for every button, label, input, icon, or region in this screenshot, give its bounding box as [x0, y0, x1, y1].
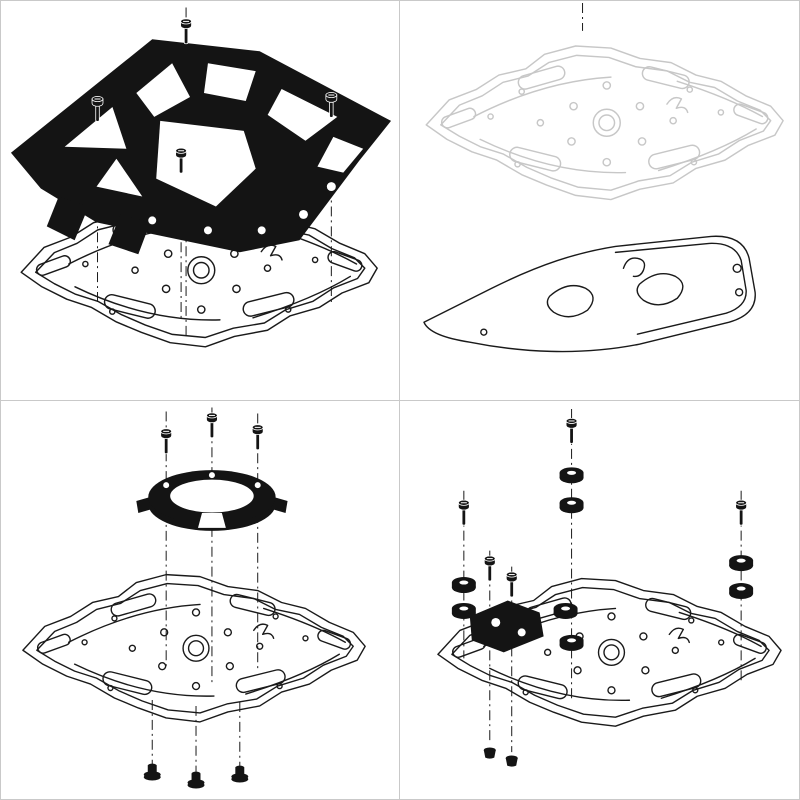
- rubber-grommet: [729, 555, 754, 572]
- cap-nut: [483, 747, 496, 759]
- flange-nut: [187, 771, 205, 789]
- adapter-plate-mounting-drawing: [10, 7, 392, 348]
- rubber-grommet: [553, 602, 578, 619]
- mounting-screw: [735, 499, 748, 526]
- rubber-grommet: [729, 583, 754, 600]
- bracket-hook-cutout: [622, 257, 646, 278]
- mounting-screw: [251, 424, 264, 451]
- mounting-screw: [180, 18, 193, 45]
- cap-nuts: [483, 747, 518, 767]
- rubber-grommet: [451, 602, 476, 619]
- rubber-grommet: [451, 577, 476, 594]
- spacer-bracket: [469, 600, 544, 653]
- mounting-screw: [160, 428, 173, 455]
- panel-bottom-left: [1, 401, 400, 799]
- mounting-screws: [457, 417, 748, 598]
- rubber-grommet: [559, 634, 584, 651]
- mounting-screw: [483, 555, 496, 582]
- mounting-screw: [457, 499, 470, 526]
- flange-nut: [231, 765, 249, 783]
- rubber-grommet: [559, 497, 584, 514]
- mounting-screw: [505, 571, 518, 598]
- cap-nut: [505, 755, 518, 767]
- panel-top-left: [1, 1, 400, 401]
- socket-ring-mounting-drawing: [22, 407, 366, 789]
- grommet-kit-mounting-drawing: [437, 408, 782, 767]
- rubber-grommet: [559, 467, 584, 484]
- mounting-bracket: [423, 235, 756, 353]
- black-adapter-plate: [10, 39, 392, 255]
- mounting-screw: [565, 417, 578, 444]
- rack-outline-and-bracket-drawing: [423, 2, 784, 353]
- flange-nut: [143, 763, 161, 781]
- mounting-screw: [205, 412, 218, 439]
- adapter-plate-cutouts: [64, 63, 364, 235]
- adventure-rack: [22, 573, 366, 723]
- panel-bottom-right: [400, 401, 799, 799]
- adventure-rack-outline: [425, 45, 784, 201]
- socket-ring: [136, 470, 288, 531]
- panel-top-right: [400, 1, 799, 401]
- assembly-center-lines: [151, 407, 259, 776]
